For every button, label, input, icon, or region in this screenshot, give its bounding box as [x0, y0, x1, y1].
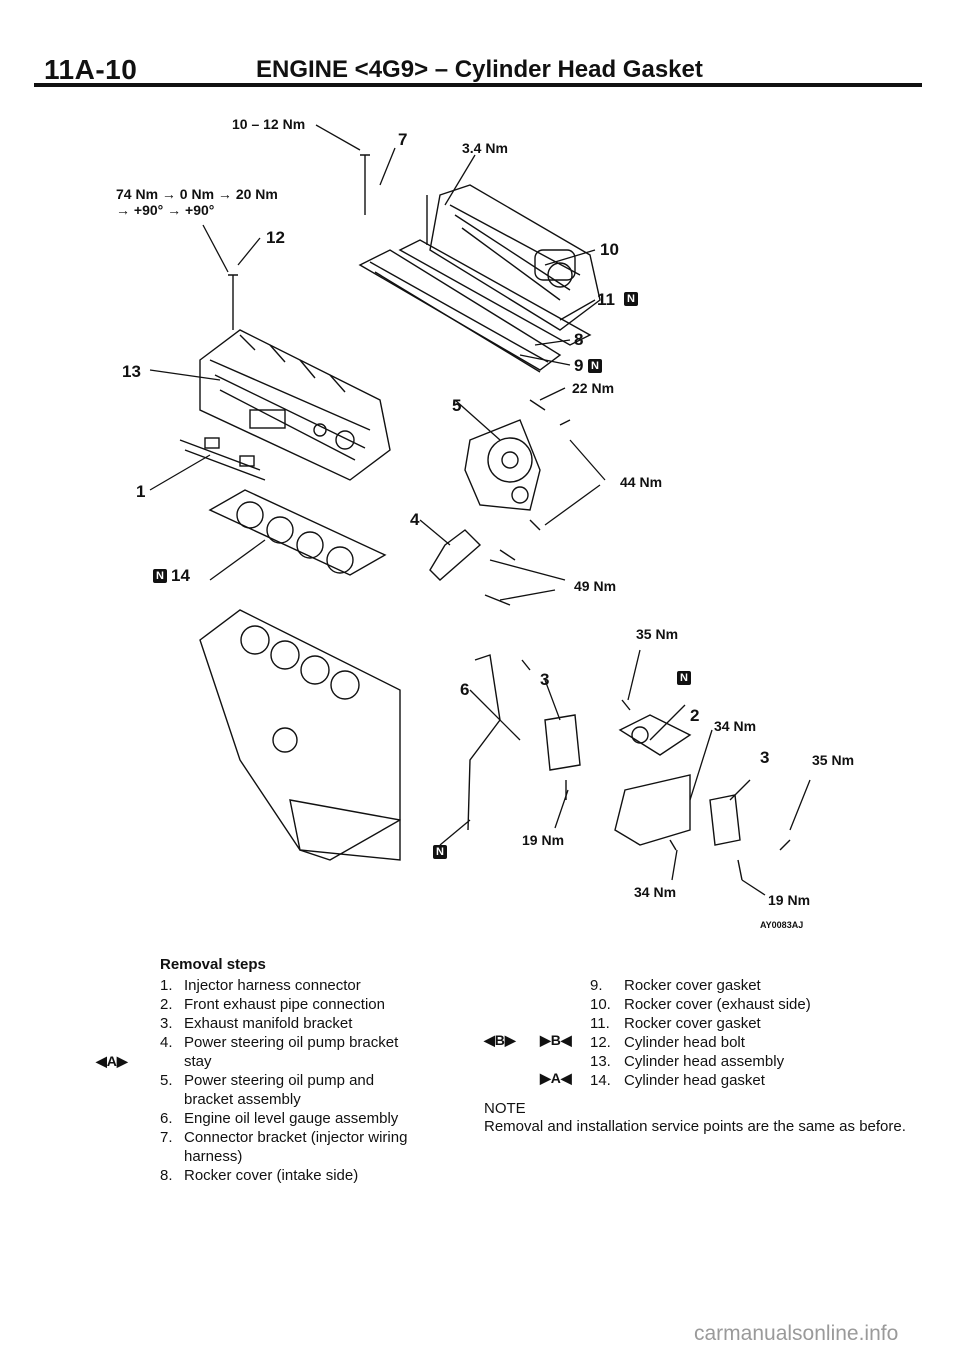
service-point-marker-a: ◀A▶: [96, 1053, 128, 1069]
part-label: 10: [600, 240, 619, 259]
torque-label: 34 Nm: [714, 718, 757, 734]
removal-steps-left: 1.Injector harness connector 2.Front exh…: [160, 976, 460, 1185]
connector-drawing: [204, 437, 220, 449]
injector-harness-drawing: [179, 439, 266, 481]
new-part-badge: N: [153, 569, 167, 583]
note-text: Removal and installation service points …: [484, 1118, 906, 1135]
part-label: 13: [122, 362, 141, 381]
removal-steps-title: Removal steps: [160, 956, 266, 973]
list-item: 3.Exhaust manifold bracket: [160, 1015, 353, 1032]
torque-label: 19 Nm: [522, 832, 565, 848]
torque-label: → +90° → +90°: [116, 202, 215, 218]
removal-steps-right: 9.Rocker cover gasket 10.Rocker cover (e…: [590, 976, 900, 1090]
torque-label: 44 Nm: [620, 474, 663, 490]
power-steering-pump-drawing: [464, 419, 541, 511]
note-title: NOTE: [484, 1100, 526, 1117]
engine-block-drawing: [199, 609, 401, 861]
front-exhaust-pipe-drawing: [614, 714, 692, 846]
torque-label: 22 Nm: [572, 380, 615, 396]
new-part-badge: N: [677, 671, 691, 685]
torque-label: 3.4 Nm: [462, 140, 508, 156]
list-item: 4.Power steering oil pump bracket stay: [160, 1034, 399, 1070]
head-gasket-drawing: [208, 489, 387, 576]
bolt-drawings: [228, 154, 791, 881]
page-title: ENGINE <4G9> – Cylinder Head Gasket: [256, 56, 703, 83]
figure-code: AY0083AJ: [760, 920, 804, 930]
torque-label: 10 – 12 Nm: [232, 116, 306, 132]
part-label: 7: [398, 130, 408, 149]
part-label: 14: [171, 566, 190, 585]
part-label: 9: [574, 356, 584, 375]
part-label: 3: [540, 670, 550, 689]
page-number: 11A-10: [44, 54, 138, 85]
part-label: 1: [136, 482, 146, 501]
watermark: carmanualsonline.info: [694, 1322, 899, 1345]
list-item: 7.Connector bracket (injector wiring har…: [160, 1129, 408, 1165]
list-item: 10.Rocker cover (exhaust side): [590, 996, 811, 1013]
torque-label: 34 Nm: [634, 884, 677, 900]
part-label: 5: [452, 396, 462, 415]
service-point-marker-b-removal: ◀B▶: [484, 1032, 516, 1048]
note-block: NOTE Removal and installation service po…: [484, 1100, 914, 1136]
list-item: 1.Injector harness connector: [160, 977, 361, 994]
cylinder-head-drawing: [199, 329, 391, 481]
rocker-cover-intake-drawing: [358, 239, 592, 373]
new-part-badge: N: [624, 292, 638, 306]
service-point-marker-a-install: ▶A◀: [540, 1070, 572, 1086]
list-item: 12.Cylinder head bolt: [590, 1034, 745, 1051]
torque-label: 74 Nm → 0 Nm → 20 Nm: [116, 186, 278, 202]
new-part-badge: N: [433, 845, 447, 859]
new-part-badge: N: [588, 359, 602, 373]
list-item: 9.Rocker cover gasket: [590, 977, 761, 994]
torque-label: 35 Nm: [812, 752, 855, 768]
part-label: 12: [266, 228, 285, 247]
list-item: 8.Rocker cover (intake side): [160, 1167, 359, 1184]
torque-label: 35 Nm: [636, 626, 679, 642]
service-point-marker-b-install: ▶B◀: [540, 1032, 572, 1048]
manifold-bracket-drawing-2: [709, 794, 741, 846]
part-label: 6: [460, 680, 470, 699]
manifold-bracket-drawing: [544, 714, 581, 771]
list-item: 14.Cylinder head gasket: [590, 1072, 765, 1089]
exploded-view-diagram: [149, 124, 811, 896]
rocker-cover-exhaust-drawing: [429, 184, 601, 331]
part-label: 11: [597, 290, 615, 309]
part-label: 8: [574, 330, 584, 349]
torque-label: 49 Nm: [574, 578, 617, 594]
list-item: 6.Engine oil level gauge assembly: [160, 1110, 399, 1127]
torque-label: 19 Nm: [768, 892, 811, 908]
list-item: 2.Front exhaust pipe connection: [160, 996, 385, 1013]
list-item: 13.Cylinder head assembly: [590, 1053, 785, 1070]
header-rule: [34, 83, 922, 87]
part-label: 2: [690, 706, 700, 725]
oil-level-gauge-drawing: [467, 654, 501, 831]
part-label: 3: [760, 748, 770, 767]
connector-drawing: [239, 455, 255, 467]
list-item: 11.Rocker cover gasket: [590, 1015, 761, 1032]
bracket-stay-drawing: [429, 529, 482, 581]
part-label: 4: [410, 510, 420, 529]
list-item: 5.Power steering oil pump and bracket as…: [160, 1072, 375, 1108]
